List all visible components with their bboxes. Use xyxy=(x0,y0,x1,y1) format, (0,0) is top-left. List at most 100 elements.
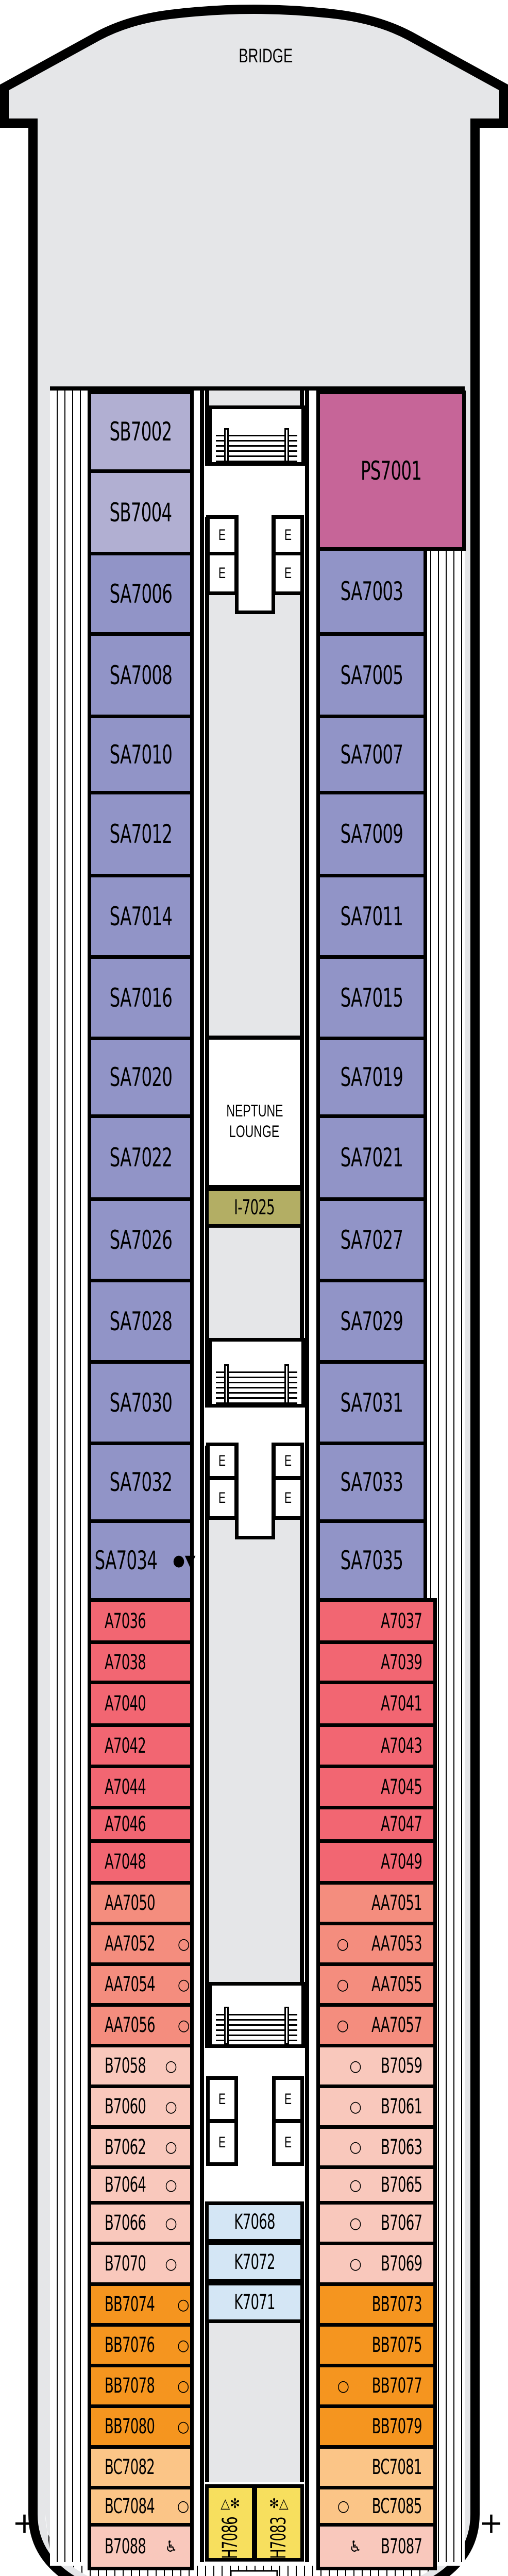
stateroom-sa7010[interactable]: SA7010 xyxy=(88,715,194,794)
stateroom-sa7008[interactable]: SA7008 xyxy=(88,632,194,718)
stateroom-sa7034[interactable]: SA7034●▼ xyxy=(88,1519,196,1602)
forward-staircase[interactable] xyxy=(208,405,305,466)
stateroom-bb7074[interactable]: BB7074○ xyxy=(88,2282,194,2327)
stateroom-b7067[interactable]: ○B7067 xyxy=(316,2201,437,2245)
stateroom-aa7055[interactable]: ○AA7055 xyxy=(316,1962,437,2007)
stateroom-sa7021[interactable]: SA7021 xyxy=(316,1114,427,1201)
stateroom-bc7081[interactable]: BC7081 xyxy=(316,2445,437,2489)
elevator-forward-3[interactable]: E xyxy=(206,552,238,595)
stateroom-bb7079[interactable]: BB7079 xyxy=(316,2404,437,2449)
stateroom-b7065[interactable]: ○B7065 xyxy=(316,2165,437,2205)
stateroom-a7046[interactable]: A7046 xyxy=(88,1806,194,1843)
stateroom-sa7020[interactable]: SA7020 xyxy=(88,1037,194,1118)
stateroom-sa7022[interactable]: SA7022 xyxy=(88,1114,194,1201)
stateroom-sa7019[interactable]: SA7019 xyxy=(316,1037,427,1118)
stateroom-bb7078[interactable]: BB7078○ xyxy=(88,2364,194,2408)
elevator-aft-3[interactable]: E xyxy=(206,2120,238,2166)
elevator-mid-4[interactable]: E xyxy=(272,1477,304,1520)
stateroom-b7088[interactable]: B7088♿ xyxy=(88,2523,194,2570)
stateroom-a7047[interactable]: A7047 xyxy=(316,1806,437,1843)
stateroom-aa7050[interactable]: AA7050 xyxy=(88,1881,194,1925)
stateroom-sa7033[interactable]: SA7033 xyxy=(316,1442,427,1523)
stateroom-aa7056[interactable]: AA7056○ xyxy=(88,2003,194,2047)
stateroom-b7060[interactable]: B7060○ xyxy=(88,2084,194,2129)
stateroom-b7070[interactable]: B7070○ xyxy=(88,2242,194,2286)
elevator-forward-4[interactable]: E xyxy=(272,552,304,595)
stateroom-sa7027[interactable]: SA7027 xyxy=(316,1197,427,1282)
stateroom-a7038[interactable]: A7038 xyxy=(88,1640,194,1684)
stateroom-aa7051[interactable]: AA7051 xyxy=(316,1881,437,1925)
stateroom-b7059[interactable]: ○B7059 xyxy=(316,2044,437,2088)
stateroom-b7064[interactable]: B7064○ xyxy=(88,2165,194,2205)
stateroom-bb7075[interactable]: BB7075 xyxy=(316,2323,437,2367)
stateroom-sa7030[interactable]: SA7030 xyxy=(88,1360,194,1445)
stateroom-sa7015[interactable]: SA7015 xyxy=(316,955,427,1040)
stateroom-k7068[interactable]: K7068 xyxy=(205,2201,304,2243)
stateroom-sa7026[interactable]: SA7026 xyxy=(88,1197,194,1282)
stateroom-a7039[interactable]: A7039 xyxy=(316,1640,437,1684)
stateroom-sb7002[interactable]: SB7002 xyxy=(88,391,194,473)
stateroom-sa7007[interactable]: SA7007 xyxy=(316,715,427,794)
stateroom-sa7031[interactable]: SA7031 xyxy=(316,1360,427,1445)
stateroom-aa7057[interactable]: ○AA7057 xyxy=(316,2003,437,2047)
stateroom-i-7025[interactable]: I-7025 xyxy=(205,1188,304,1228)
stateroom-a7049[interactable]: A7049 xyxy=(316,1839,437,1885)
stateroom-a7041[interactable]: A7041 xyxy=(316,1681,437,1727)
stateroom-aa7053[interactable]: ○AA7053 xyxy=(316,1922,437,1966)
stateroom-h7083[interactable]: ✻△H7083 xyxy=(253,2484,304,2562)
stateroom-sa7029[interactable]: SA7029 xyxy=(316,1279,427,1364)
stateroom-b7061[interactable]: ○B7061 xyxy=(316,2084,437,2129)
elevator-forward-1[interactable]: E xyxy=(206,515,238,555)
stateroom-bb7073[interactable]: BB7073 xyxy=(316,2282,437,2327)
stateroom-b7069[interactable]: ○B7069 xyxy=(316,2242,437,2286)
elevator-aft-1[interactable]: E xyxy=(206,2076,238,2123)
stateroom-a7045[interactable]: A7045 xyxy=(316,1765,437,1809)
elevator-mid-1[interactable]: E xyxy=(206,1443,238,1480)
stateroom-b7066[interactable]: B7066○ xyxy=(88,2201,194,2245)
stateroom-sa7011[interactable]: SA7011 xyxy=(316,874,427,959)
stateroom-k7071[interactable]: K7071 xyxy=(205,2282,304,2323)
stateroom-sa7003[interactable]: SA7003 xyxy=(316,547,427,636)
aft-staircase[interactable] xyxy=(208,1982,305,2048)
stateroom-aa7052[interactable]: AA7052○ xyxy=(88,1922,194,1966)
stateroom-a7040[interactable]: A7040 xyxy=(88,1681,194,1727)
stateroom-bb7077[interactable]: ○BB7077 xyxy=(316,2364,437,2408)
stateroom-bc7085[interactable]: ○BC7085 xyxy=(316,2486,437,2527)
stateroom-sa7014[interactable]: SA7014 xyxy=(88,874,194,959)
neptune-lounge[interactable]: NEPTUNE LOUNGE xyxy=(205,1036,304,1189)
elevator-mid-2[interactable]: E xyxy=(272,1443,304,1480)
stateroom-a7044[interactable]: A7044 xyxy=(88,1765,194,1809)
stateroom-sa7032[interactable]: SA7032 xyxy=(88,1442,194,1523)
stateroom-a7043[interactable]: A7043 xyxy=(316,1723,437,1768)
stateroom-b7062[interactable]: B7062○ xyxy=(88,2125,194,2169)
stateroom-k7072[interactable]: K7072 xyxy=(205,2242,304,2283)
stateroom-sb7004[interactable]: SB7004 xyxy=(88,469,194,555)
stateroom-sa7035[interactable]: SA7035 xyxy=(316,1519,427,1602)
stateroom-sa7006[interactable]: SA7006 xyxy=(88,552,194,636)
stateroom-a7036[interactable]: A7036 xyxy=(88,1598,194,1644)
stateroom-sa7016[interactable]: SA7016 xyxy=(88,955,194,1040)
midship-staircase[interactable] xyxy=(208,1338,305,1408)
stateroom-bc7082[interactable]: BC7082 xyxy=(88,2445,194,2489)
stateroom-a7042[interactable]: A7042 xyxy=(88,1723,194,1768)
stateroom-b7063[interactable]: ○B7063 xyxy=(316,2125,437,2169)
elevator-mid-3[interactable]: E xyxy=(206,1477,238,1520)
stateroom-sa7005[interactable]: SA7005 xyxy=(316,632,427,718)
stateroom-h7086[interactable]: △✻H7086 xyxy=(205,2484,256,2562)
triple-circle-icon: ○ xyxy=(349,2057,362,2075)
stateroom-bb7080[interactable]: BB7080○ xyxy=(88,2404,194,2449)
stateroom-aa7054[interactable]: AA7054○ xyxy=(88,1962,194,2007)
stateroom-bc7084[interactable]: BC7084○ xyxy=(88,2486,194,2527)
stateroom-a7037[interactable]: A7037 xyxy=(316,1598,437,1644)
elevator-aft-2[interactable]: E xyxy=(272,2076,304,2123)
stateroom-b7058[interactable]: B7058○ xyxy=(88,2044,194,2088)
stateroom-ps7001[interactable]: PS7001 xyxy=(316,391,466,551)
elevator-forward-2[interactable]: E xyxy=(272,515,304,555)
stateroom-sa7028[interactable]: SA7028 xyxy=(88,1279,194,1364)
stateroom-sa7012[interactable]: SA7012 xyxy=(88,791,194,877)
stateroom-a7048[interactable]: A7048 xyxy=(88,1839,194,1885)
stateroom-b7087[interactable]: ♿B7087 xyxy=(316,2523,437,2570)
elevator-aft-4[interactable]: E xyxy=(272,2120,304,2166)
stateroom-sa7009[interactable]: SA7009 xyxy=(316,791,427,877)
stateroom-bb7076[interactable]: BB7076○ xyxy=(88,2323,194,2367)
